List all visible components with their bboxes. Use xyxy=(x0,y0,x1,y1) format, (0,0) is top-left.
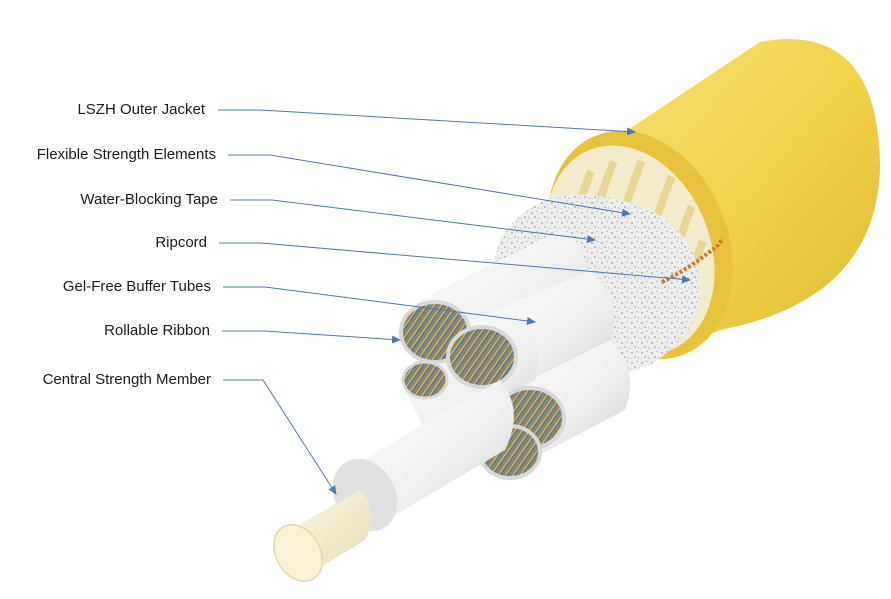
ripcord xyxy=(661,237,724,284)
central-strength-member xyxy=(273,380,514,582)
label-central-strength-member: Central Strength Member xyxy=(42,371,211,388)
leader-line-buffer-tubes xyxy=(223,286,536,325)
label-strength-elements: Flexible Strength Elements xyxy=(36,146,216,163)
label-buffer-tubes: Gel-Free Buffer Tubes xyxy=(62,278,211,295)
leader-line-ripcord xyxy=(219,242,691,284)
leader-lines xyxy=(218,109,691,495)
label-rollable-ribbon: Rollable Ribbon xyxy=(104,322,210,339)
leader-line-outer-jacket xyxy=(218,109,636,136)
buffer-tubes xyxy=(399,230,630,480)
leader-line-strength-elements xyxy=(228,154,631,217)
label-outer-jacket: LSZH Outer Jacket xyxy=(77,101,205,118)
label-ripcord: Ripcord xyxy=(155,234,207,251)
label-water-blocking-tape: Water-Blocking Tape xyxy=(80,191,218,208)
leader-line-central-member xyxy=(223,379,337,495)
leader-line-water-blocking-tape xyxy=(230,199,596,243)
leader-line-rollable-ribbon xyxy=(222,330,401,344)
